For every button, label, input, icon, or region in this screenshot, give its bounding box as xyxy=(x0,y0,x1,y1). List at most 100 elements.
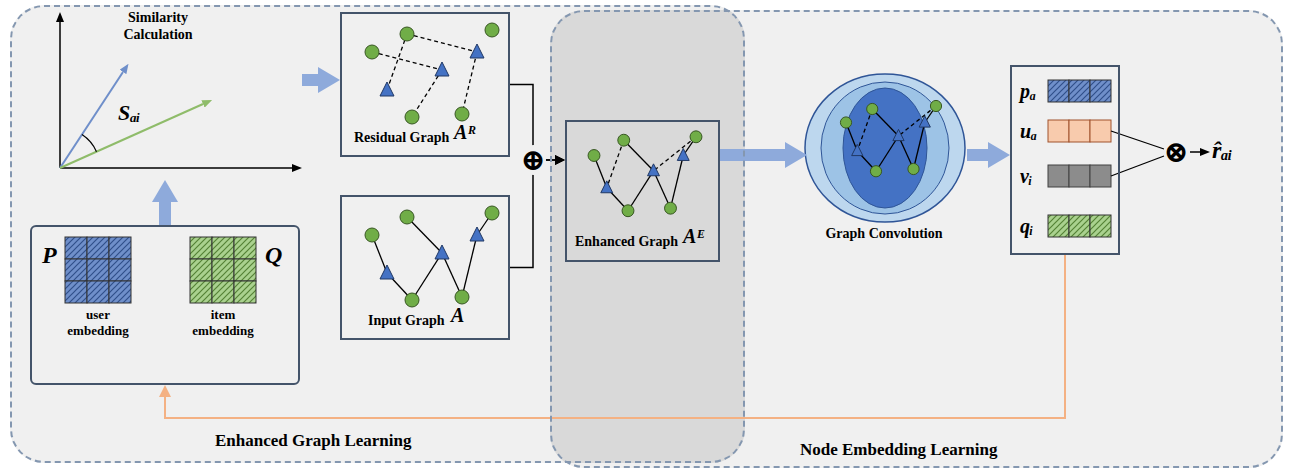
graph-illustration xyxy=(365,206,499,307)
axis xyxy=(60,167,292,169)
node-text: qᵢ xyxy=(1020,214,1033,238)
matrix-cell xyxy=(65,281,87,303)
item-node xyxy=(380,265,394,279)
vector-cell xyxy=(1048,120,1069,142)
connector xyxy=(510,160,555,268)
graph-edge xyxy=(671,156,684,209)
node-text: item embedding xyxy=(183,307,263,338)
user-node xyxy=(485,23,499,37)
connector xyxy=(720,149,785,161)
graph-edge xyxy=(387,34,407,90)
graph-edge xyxy=(462,52,477,114)
graph-edge xyxy=(462,235,477,297)
matrix-cell xyxy=(87,259,109,281)
item-node xyxy=(852,144,863,155)
item-node xyxy=(435,62,449,76)
matrix-cell xyxy=(190,259,212,281)
region-band: Node Embedding Learning Graph Convolution… xyxy=(550,10,1283,468)
node-text: Input Graph xyxy=(368,313,445,330)
node-text: Graph Convolution xyxy=(805,226,963,243)
graph-box: Input Graph A xyxy=(340,195,510,340)
matrix-cell xyxy=(87,237,109,259)
user-node xyxy=(485,206,499,220)
vector-cell xyxy=(1090,165,1111,187)
user-node xyxy=(455,290,469,304)
graph-box: Residual GraphAᴿ xyxy=(340,12,510,157)
angle-arc xyxy=(82,135,97,152)
user-node xyxy=(930,100,941,111)
graph-illustration xyxy=(365,23,499,124)
region-band: Enhanced Graph Learning Similarity Calcul… xyxy=(10,5,745,463)
connector xyxy=(967,149,988,161)
vector-cell xyxy=(1069,120,1090,142)
graph-edge xyxy=(654,137,697,171)
overlap-band xyxy=(550,10,745,463)
item-node xyxy=(893,129,904,140)
connector xyxy=(165,255,1065,418)
node-text: Enhanced Graph Learning xyxy=(215,431,412,451)
user-node xyxy=(400,210,414,224)
graph-edge xyxy=(914,123,925,170)
region-ground xyxy=(550,10,1283,468)
item-node xyxy=(470,44,484,58)
user-node xyxy=(870,166,881,177)
user-node xyxy=(622,205,634,217)
item-node xyxy=(435,245,449,259)
sum-symbol: ⊕ xyxy=(521,145,546,175)
graph-edge xyxy=(899,106,937,136)
prediction-label: r̂ₐᵢ xyxy=(1212,138,1233,162)
product-symbol: ⊗ xyxy=(1164,137,1189,167)
matrix-cell xyxy=(212,259,234,281)
user-node xyxy=(618,134,630,146)
matrix-cell xyxy=(109,259,131,281)
vector-box: pₐuₐvᵢqᵢ xyxy=(1010,65,1120,255)
matrix-cell xyxy=(65,237,87,259)
vector-cell xyxy=(1048,165,1069,187)
graph-edge xyxy=(372,52,442,70)
matrix-cell xyxy=(190,281,212,303)
matrix-cell xyxy=(65,259,87,281)
user-node xyxy=(365,228,379,242)
graph-edge xyxy=(407,217,442,253)
item-node xyxy=(677,149,689,161)
matrix-cell xyxy=(109,281,131,303)
matrix-cell xyxy=(190,237,212,259)
user-node xyxy=(665,202,677,214)
user-node xyxy=(405,293,419,307)
matrix-cell xyxy=(212,281,234,303)
node-text: P xyxy=(42,241,57,270)
item-node xyxy=(648,164,660,176)
conv-core xyxy=(843,88,927,208)
connector xyxy=(302,74,318,86)
output-arrow xyxy=(1190,151,1200,153)
similarity-plot: Similarity CalculationSₐᵢ xyxy=(40,8,302,180)
node-text: Q xyxy=(265,241,282,270)
matrix-cell xyxy=(212,237,234,259)
matrix-cell xyxy=(234,259,256,281)
node-text: user embedding xyxy=(58,307,138,338)
matrix-cell xyxy=(234,237,256,259)
node-text: Aᴿ xyxy=(454,120,476,144)
item-node xyxy=(380,82,394,96)
graph-edge xyxy=(857,109,872,151)
node-text: Node Embedding Learning xyxy=(800,440,997,460)
node-text: A xyxy=(451,303,464,327)
node-text: vᵢ xyxy=(1020,164,1032,188)
conv-ring xyxy=(805,74,965,222)
vector-cell xyxy=(1090,120,1111,142)
node-text: Enhanced Graph xyxy=(575,234,678,251)
convolution-ellipse: Graph Convolution xyxy=(805,70,969,250)
vector-cell xyxy=(1090,215,1111,237)
node-text: Sₐᵢ xyxy=(118,100,141,126)
user-node xyxy=(588,150,600,162)
vector-cell xyxy=(1069,215,1090,237)
matrix-cell xyxy=(87,281,109,303)
graph-edge xyxy=(628,171,654,211)
user-node xyxy=(405,110,419,124)
graph-box: Enhanced GraphAᴱ xyxy=(565,120,720,262)
node-text: uₐ xyxy=(1020,119,1037,143)
graph-illustration xyxy=(840,100,941,176)
user-node xyxy=(455,107,469,121)
vector-cell xyxy=(1069,80,1090,102)
item-node xyxy=(601,181,613,193)
